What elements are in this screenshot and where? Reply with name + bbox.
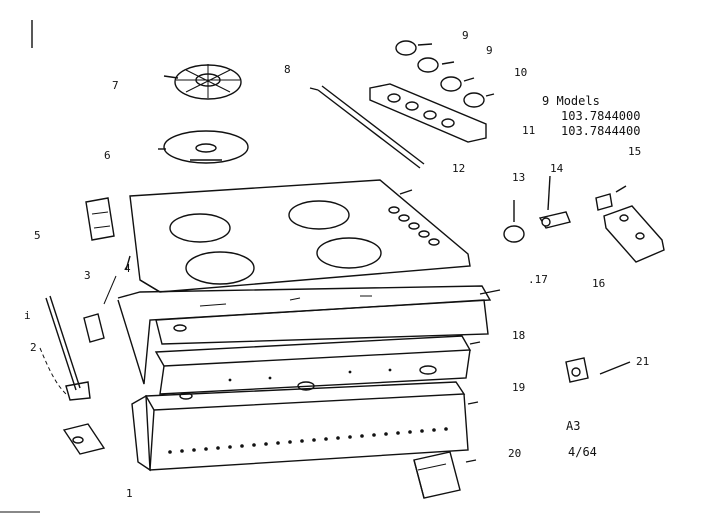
part-number: 3 [84, 269, 91, 282]
knob-part-13 [503, 200, 525, 243]
part-number: .17 [528, 273, 548, 286]
models-list: 9 Models 103.7844000 103.7844400 [542, 94, 640, 139]
model-number: 103.7844400 [561, 124, 641, 138]
part-number: 15 [628, 145, 642, 158]
figure-date: 4/64 [568, 445, 597, 459]
burner-head-part-7 [163, 64, 242, 100]
part-number: 2 [30, 341, 37, 354]
part-number: 16 [592, 277, 606, 290]
body-part-17 [117, 285, 492, 385]
part-number: 21 [636, 355, 650, 368]
leader-arrows [125, 185, 631, 463]
control-knobs [395, 40, 495, 108]
part-number: 4 [124, 262, 131, 275]
cooktop-top [129, 179, 471, 293]
part-number: i [24, 309, 31, 322]
bracket-part-16 [595, 193, 665, 263]
part-number: 7 [112, 79, 119, 92]
models-heading: 9 Models [542, 94, 640, 109]
part-number: 20 [508, 447, 522, 460]
block-part-20 [413, 451, 461, 499]
fitting-part-21 [565, 357, 589, 383]
model-number: 103.7844000 [561, 109, 641, 123]
part-number: 18 [512, 329, 526, 342]
port-row [168, 427, 448, 454]
figure-code: A3 [566, 419, 581, 433]
part-number: 6 [104, 149, 111, 162]
tray-part-19 [131, 381, 469, 472]
control-panel-part-12 [369, 83, 487, 143]
clip-part-3-4 [83, 275, 117, 343]
part-number: 5 [34, 229, 41, 242]
part-number: 12 [452, 162, 466, 175]
part-number: 1 [126, 487, 133, 500]
models-heading-text: Models [556, 94, 600, 108]
burner-ring-part-6 [158, 130, 249, 164]
part-number: 14 [550, 162, 564, 175]
part-number: 9 [486, 44, 493, 57]
tray-part-18 [154, 335, 472, 400]
part-number: 8 [284, 63, 291, 76]
part-number: 13 [512, 171, 526, 184]
part-number: 19 [512, 381, 526, 394]
valve-part-14 [538, 175, 571, 229]
rod-part-8 [309, 85, 425, 169]
models-heading-num: 9 [542, 94, 550, 108]
rod-part-2 [39, 295, 91, 401]
part-number: 11 [522, 124, 536, 137]
clip-part-lower-left [62, 423, 106, 455]
part-number: 10 [514, 66, 528, 79]
part-number: 9 [462, 29, 469, 42]
bracket-part-5 [85, 197, 115, 241]
